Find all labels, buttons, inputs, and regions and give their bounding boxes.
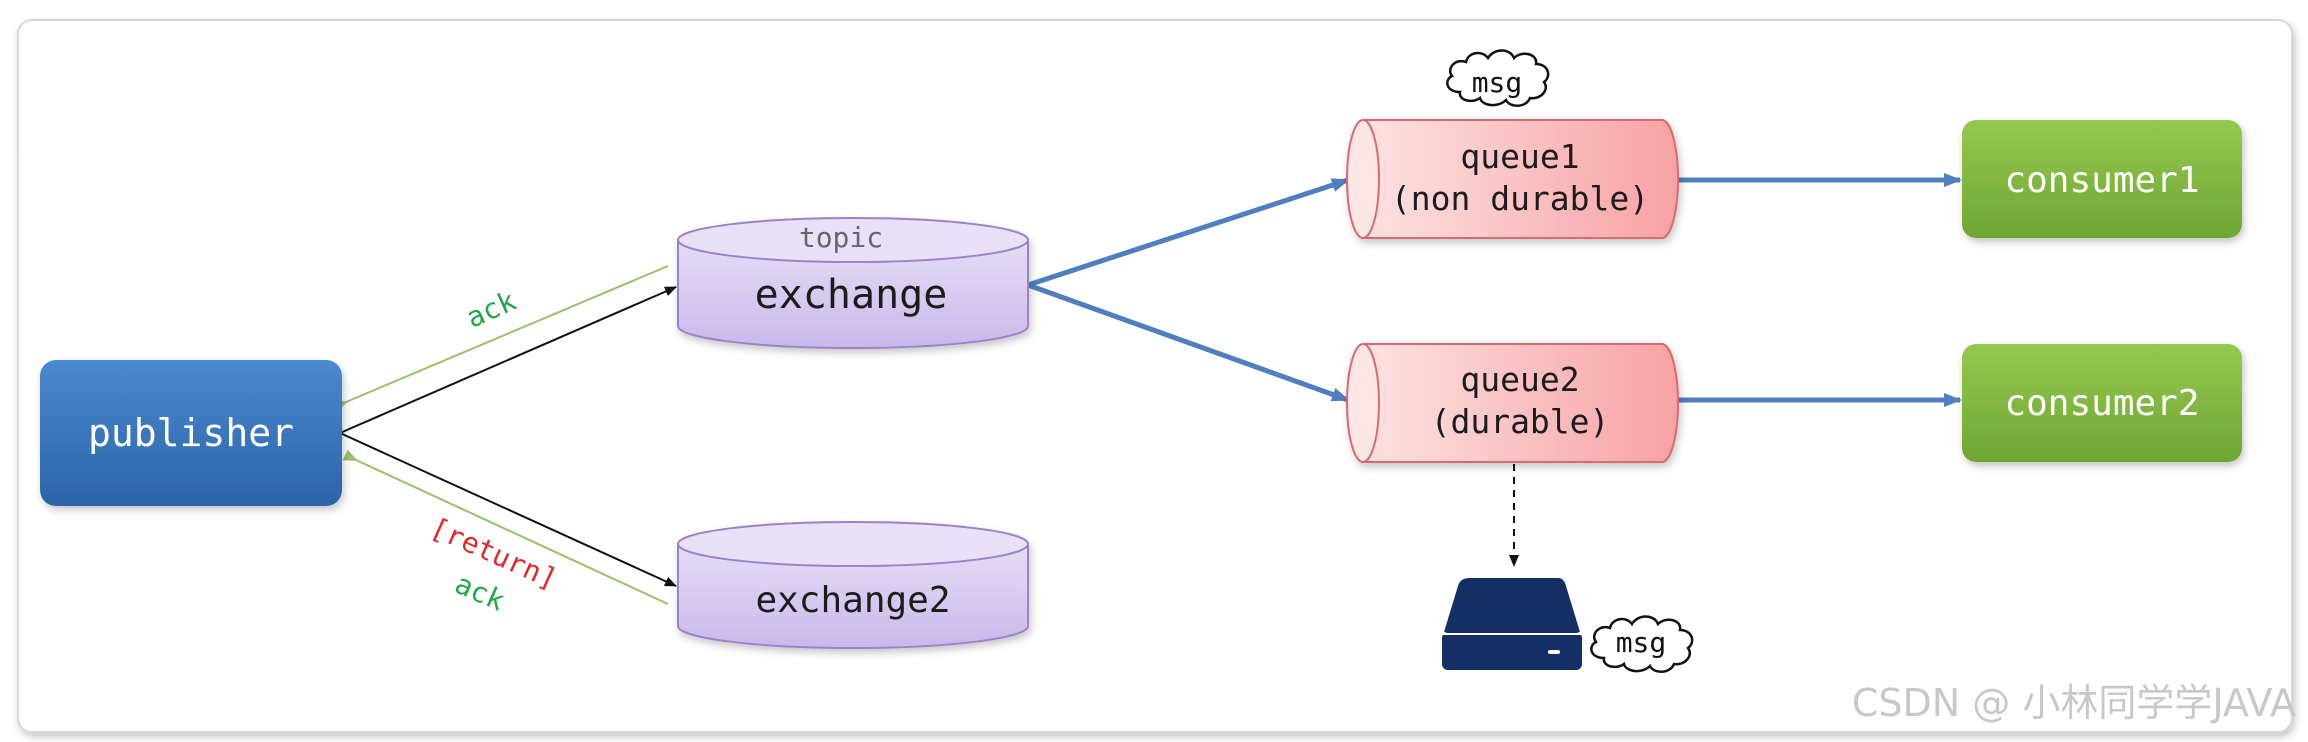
watermark-text: CSDN @ 小林同学学JAVA <box>1852 681 2296 725</box>
publisher-node: publisher <box>40 360 342 506</box>
exchange2-label: exchange2 <box>755 580 950 621</box>
storage-disk-icon <box>1442 578 1582 670</box>
publisher-label: publisher <box>88 411 294 455</box>
queue1-name: queue1 <box>1460 137 1579 176</box>
consumer2-node: consumer2 <box>1962 344 2242 462</box>
msg-cloud-disk: msg <box>1590 615 1694 673</box>
publish-arrow-exchange2 <box>339 432 677 587</box>
msg-cloud-queue1: msg <box>1446 49 1550 107</box>
queue1-node: queue1 (non durable) <box>1346 119 1679 239</box>
exchange-label: exchange <box>755 272 948 318</box>
ack-arrow-lower <box>342 449 669 605</box>
exchange-type-label: topic <box>799 221 883 254</box>
queue2-name: queue2 <box>1460 360 1579 399</box>
msg-cloud-queue1-label: msg <box>1472 66 1523 99</box>
consumer1-node: consumer1 <box>1962 120 2242 238</box>
queue2-durability: (durable) <box>1431 402 1610 441</box>
route-arrow-queue1 <box>1027 177 1350 288</box>
msg-cloud-disk-label: msg <box>1616 626 1667 659</box>
exchange2-node: exchange2 <box>677 521 1029 649</box>
route-arrow-queue2 <box>1027 282 1350 403</box>
ack-arrow-upper <box>332 265 669 413</box>
consumer1-label: consumer1 <box>2004 160 2199 201</box>
queue2-node: queue2 (durable) <box>1346 343 1679 463</box>
consumer2-label: consumer2 <box>2004 383 2199 424</box>
publish-arrow-exchange <box>339 286 677 434</box>
diagram-panel <box>17 19 2293 733</box>
exchange-node: topic exchange <box>677 217 1029 349</box>
queue1-durability: (non durable) <box>1391 179 1649 218</box>
